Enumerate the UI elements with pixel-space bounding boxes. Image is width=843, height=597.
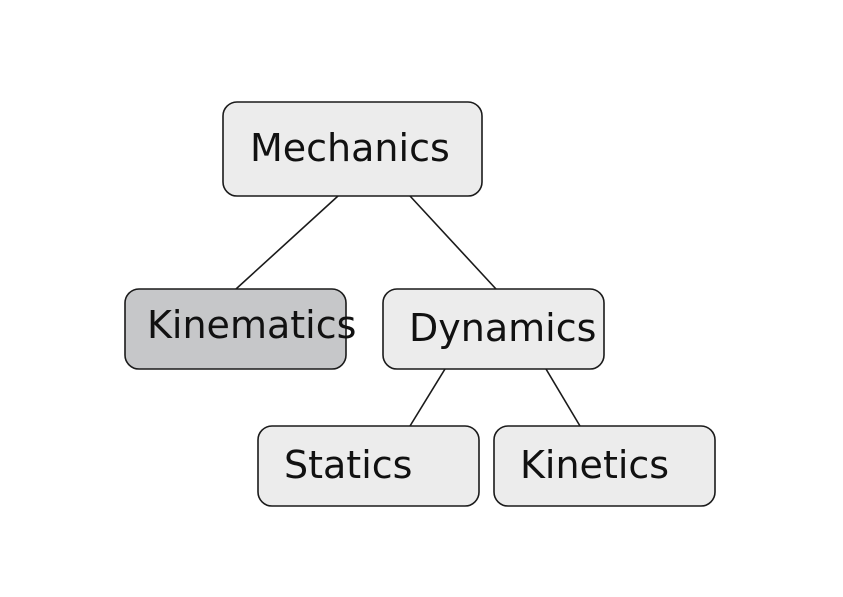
node-kinetics-label: Kinetics (520, 443, 669, 487)
node-kinematics: Kinematics (124, 288, 356, 370)
node-kinetics: Kinetics (493, 425, 716, 507)
node-statics-box (257, 425, 480, 507)
edge-dynamics-kinetics (545, 368, 581, 427)
node-dynamics-label: Dynamics (409, 306, 596, 350)
node-mechanics: Mechanics (222, 101, 483, 197)
node-statics-label: Statics (284, 443, 412, 487)
node-dynamics: Dynamics (382, 288, 605, 370)
node-kinetics-box (493, 425, 716, 507)
node-mechanics-box (222, 101, 483, 197)
edges (235, 195, 581, 427)
edge-dynamics-statics (409, 368, 446, 427)
node-kinematics-box (124, 288, 347, 370)
edge-mechanics-kinematics (235, 195, 339, 290)
node-dynamics-box (382, 288, 605, 370)
node-statics: Statics (257, 425, 480, 507)
edge-mechanics-dynamics (409, 195, 497, 290)
node-mechanics-label: Mechanics (250, 126, 450, 170)
node-kinematics-label: Kinematics (147, 303, 356, 347)
